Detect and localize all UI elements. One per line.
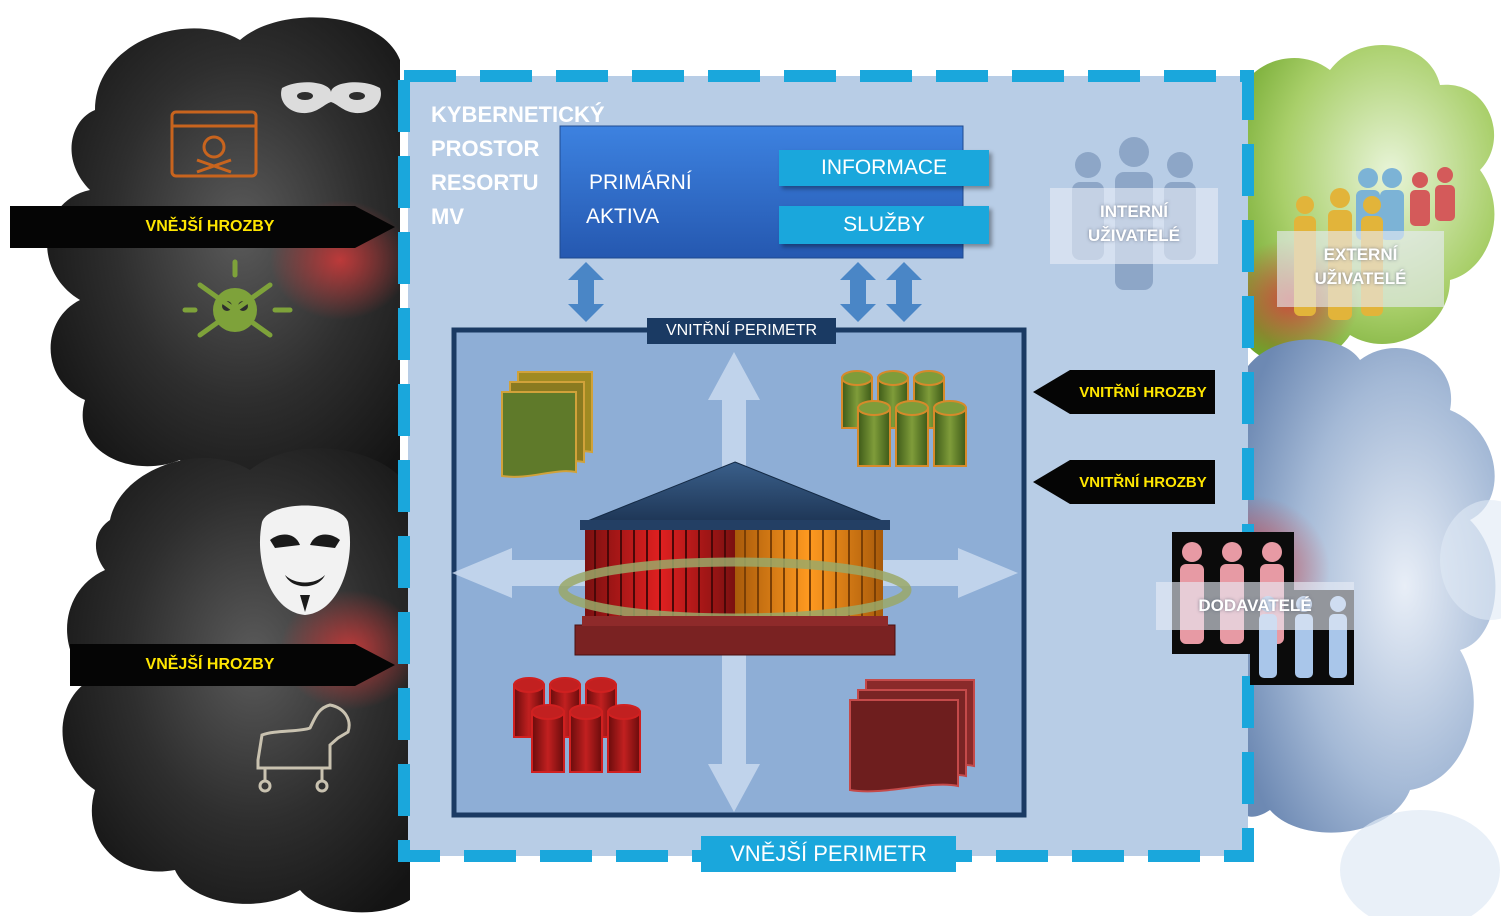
internal-threat-label: VNITŘNÍ HROZBY	[1079, 473, 1207, 491]
internal-users-line: INTERNÍ	[1100, 202, 1168, 221]
mask-icon	[281, 82, 381, 114]
documents-icon	[849, 679, 975, 793]
link-arrow	[568, 262, 604, 322]
external-users-label: EXTERNÍ UŽIVATELÉ	[1277, 231, 1444, 307]
external-threat-arrow	[10, 206, 395, 248]
bg-bubble	[1340, 810, 1500, 916]
external-threat-arrow	[70, 644, 395, 686]
inner-perimeter-label: VNITŘNÍ PERIMETR	[647, 318, 836, 344]
link-arrow	[840, 262, 876, 322]
anonymous-mask-icon	[259, 505, 351, 615]
title-line: PROSTOR	[431, 136, 540, 161]
database-icon	[513, 677, 641, 773]
internal-threat-arrow	[1033, 370, 1215, 414]
page-title: KYBERNETICKÝ PROSTOR RESORTU MV	[431, 98, 631, 234]
bg-bubble	[1440, 500, 1501, 620]
internal-threat-arrow	[1033, 460, 1215, 504]
primary-assets-label: PRIMÁRNÍ AKTIVA	[586, 166, 746, 234]
asset-information: INFORMACE	[779, 150, 989, 186]
primary-assets-line: AKTIVA	[586, 205, 660, 228]
trojan-horse-icon	[256, 703, 351, 793]
outer-perimeter-border	[398, 70, 1254, 862]
building-icon	[558, 461, 912, 656]
documents-icon	[501, 371, 593, 478]
external-users-line: EXTERNÍ	[1323, 245, 1398, 264]
external-threat-label: VNĚJŠÍ HROZBY	[145, 218, 275, 235]
database-icon	[841, 370, 967, 467]
title-line: KYBERNETICKÝ	[431, 102, 605, 127]
outer-perimeter-label: VNĚJŠÍ PERIMETR	[701, 836, 956, 872]
internal-users-label: INTERNÍ UŽIVATELÉ	[1050, 188, 1218, 264]
asset-services: SLUŽBY	[779, 206, 989, 244]
title-line: MV	[431, 204, 464, 229]
external-users-line: UŽIVATELÉ	[1314, 269, 1407, 288]
title-line: RESORTU	[431, 170, 539, 195]
external-threat-label: VNĚJŠÍ HROZBY	[145, 656, 275, 673]
suppliers-label: DODAVATELÉ	[1156, 582, 1354, 630]
link-arrow	[886, 262, 922, 322]
internal-users-line: UŽIVATELÉ	[1088, 226, 1180, 245]
primary-assets-line: PRIMÁRNÍ	[589, 171, 692, 194]
malware-browser-icon	[170, 110, 258, 178]
internal-threat-label: VNITŘNÍ HROZBY	[1079, 383, 1207, 401]
virus-skull-icon	[182, 259, 293, 338]
